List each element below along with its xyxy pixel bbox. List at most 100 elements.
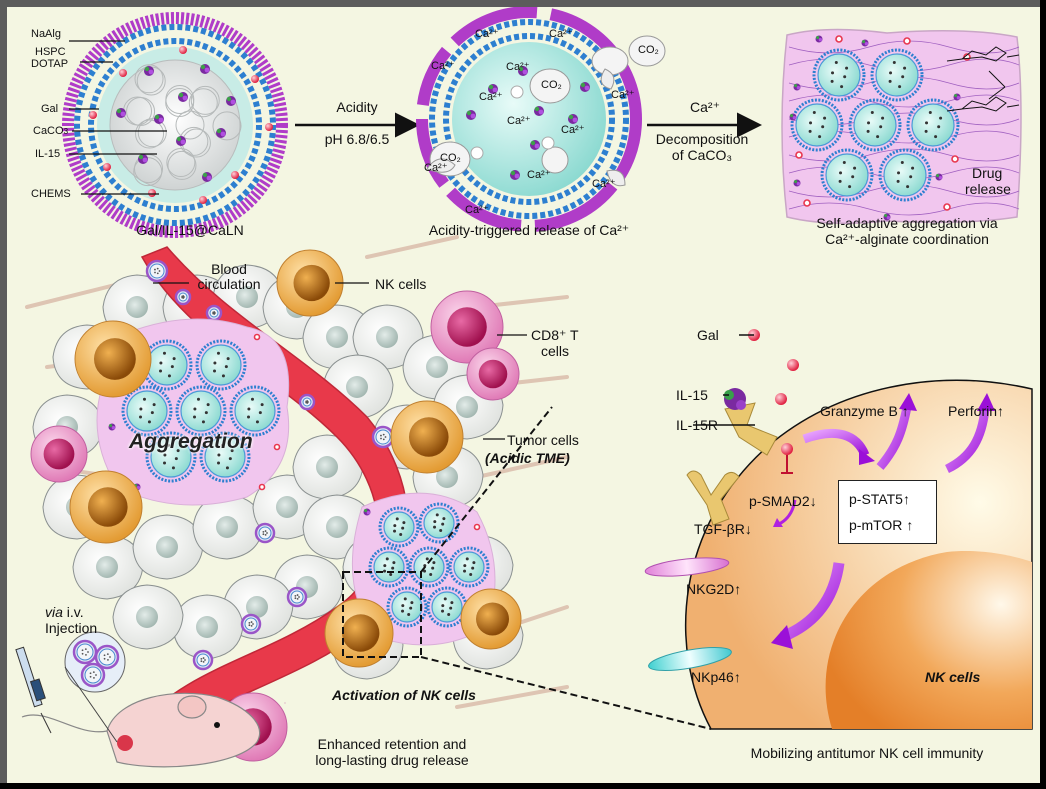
down-arrow-icon: ↓ [809, 493, 817, 509]
liposome [121, 385, 173, 437]
pathway-arrow [876, 406, 912, 470]
nkg2d-receptor [644, 557, 730, 577]
pathway-arrow [802, 428, 870, 457]
drug-release-line2: release [965, 181, 1011, 197]
drug-release-line1: Drug [972, 165, 1003, 181]
pstat5-text: p-STAT5 [849, 491, 903, 507]
label-cd8-line1: CD8⁺ T [531, 327, 579, 343]
caco3-core [109, 59, 241, 191]
gal-molecule [951, 155, 959, 163]
co2-bubble [628, 35, 666, 67]
liposome [408, 546, 450, 588]
gal-molecule [148, 189, 156, 197]
caption-bottom-left-line2: long-lasting drug release [315, 752, 469, 768]
ca-ion-label: Ca²⁺ [549, 28, 573, 40]
label-gal-legend: Gal [697, 327, 719, 343]
label-pstat5: p-STAT5↑ [849, 491, 910, 507]
gal-molecule [473, 523, 481, 531]
outer-lipid-layer [74, 24, 276, 226]
nkp46-text: NKp46 [691, 669, 734, 685]
syringe [15, 646, 52, 734]
liposome [790, 98, 844, 152]
label-dotap: DOTAP [31, 58, 69, 70]
liposome [199, 431, 251, 483]
arrow1-bottom-label: pH 6.8/6.5 [324, 131, 390, 147]
label-perforin: Perforin↑ [948, 403, 1004, 419]
label-cd8-line2: cells [541, 343, 570, 359]
label-acidic-tme: (Acidic TME) [485, 450, 570, 466]
gal-molecule [265, 123, 273, 131]
gal-molecule [795, 151, 803, 159]
label-nk-cells-right: NK cells [925, 669, 981, 685]
label-aggregation: Aggregation [129, 430, 253, 453]
liposome [870, 48, 924, 102]
perforin-text: Perforin [948, 403, 998, 419]
alginate-gel-aggregate [781, 28, 1022, 224]
ca-ion-label: Ca²⁺ [561, 124, 585, 136]
ca-ion-label: Ca²⁺ [465, 204, 489, 216]
label-tgfbr: TGF-βR↓ [694, 521, 752, 537]
gal-molecule [781, 443, 793, 455]
liposome [175, 385, 227, 437]
tgf-beta-receptor [686, 470, 740, 526]
label-caco3: CaCO3 [33, 125, 69, 137]
caption-bottom-left-line1: Enhanced retention and [317, 736, 467, 752]
nkp46-receptor [648, 647, 732, 671]
nk-cell-nucleus [825, 550, 1032, 729]
liposome [418, 502, 460, 544]
gal-molecule [903, 37, 911, 45]
label-activation: Activation of NK cells [332, 687, 476, 703]
gal-molecule [89, 111, 97, 119]
label-nk-cells: NK cells [375, 276, 427, 292]
ca-ion-label: Ca²⁺ [479, 91, 503, 103]
caption-bottom-right: Mobilizing antitumor NK cell immunity [750, 745, 984, 761]
iv-text: i.v. [62, 604, 84, 620]
outer-lipid-layer [429, 19, 629, 219]
up-arrow-icon: ↑ [733, 669, 741, 685]
gas-bubble [541, 146, 569, 174]
ca-ion-label: Ca²⁺ [592, 178, 616, 190]
label-gal: Gal [41, 103, 59, 115]
leader-lines-bottom-left [153, 282, 527, 440]
illustration [15, 7, 1033, 768]
liposome [378, 506, 420, 548]
gal-molecule [787, 359, 799, 371]
label-il15r: IL-15R [676, 417, 719, 433]
label-tumor-cells: Tumor cells [507, 432, 579, 448]
alginate-shell-broken [416, 7, 642, 232]
ca-ion-label: Ca²⁺ [506, 61, 530, 73]
gal-molecule [253, 333, 261, 341]
ca-ion-label: Ca²⁺ [424, 162, 448, 174]
ca-ion-label: Ca²⁺ [475, 28, 499, 40]
gal-molecule [119, 69, 127, 77]
label-nkg2d: NKG2D↑ [686, 581, 741, 597]
gal-molecule [835, 35, 843, 43]
liposome [878, 148, 932, 202]
granzyme-text: Granzyme B [820, 403, 898, 419]
gal-molecule [803, 199, 811, 207]
label-psmad2: p-SMAD2↓ [749, 493, 817, 509]
label-il15: IL-15 [35, 148, 61, 160]
title-acidity-release: Acidity-triggered release of Ca²⁺ [428, 222, 630, 238]
pmtor-text: p-mTOR [849, 517, 903, 533]
label-granzyme: Granzyme B ↑ [820, 403, 909, 419]
nk-cell-signalling [644, 329, 1033, 730]
arrow1-top-label: Acidity [336, 99, 378, 115]
title-self-adaptive-line1: Self-adaptive aggregation via [816, 215, 998, 231]
gal-molecule [231, 171, 239, 179]
via-italic: via [45, 604, 63, 620]
co2-label: CO₂ [638, 44, 659, 56]
pathway-arrow [779, 562, 845, 643]
title-galil15-caln: Gal/IL-15@CaLN [136, 222, 244, 238]
liposome [906, 98, 960, 152]
arrow2-top-label: Ca²⁺ [690, 99, 720, 115]
gal-molecule [179, 46, 187, 54]
leader-lines-top-left [69, 40, 167, 195]
inner-lipid-layer [88, 38, 262, 212]
alginate-shell [62, 12, 288, 238]
tumor-site [117, 735, 133, 751]
ca-ion-label: Ca²⁺ [431, 60, 455, 72]
gal-molecule [199, 196, 207, 204]
label-blood-line2: circulation [197, 276, 261, 292]
ca-ion-label: Ca²⁺ [527, 169, 551, 181]
